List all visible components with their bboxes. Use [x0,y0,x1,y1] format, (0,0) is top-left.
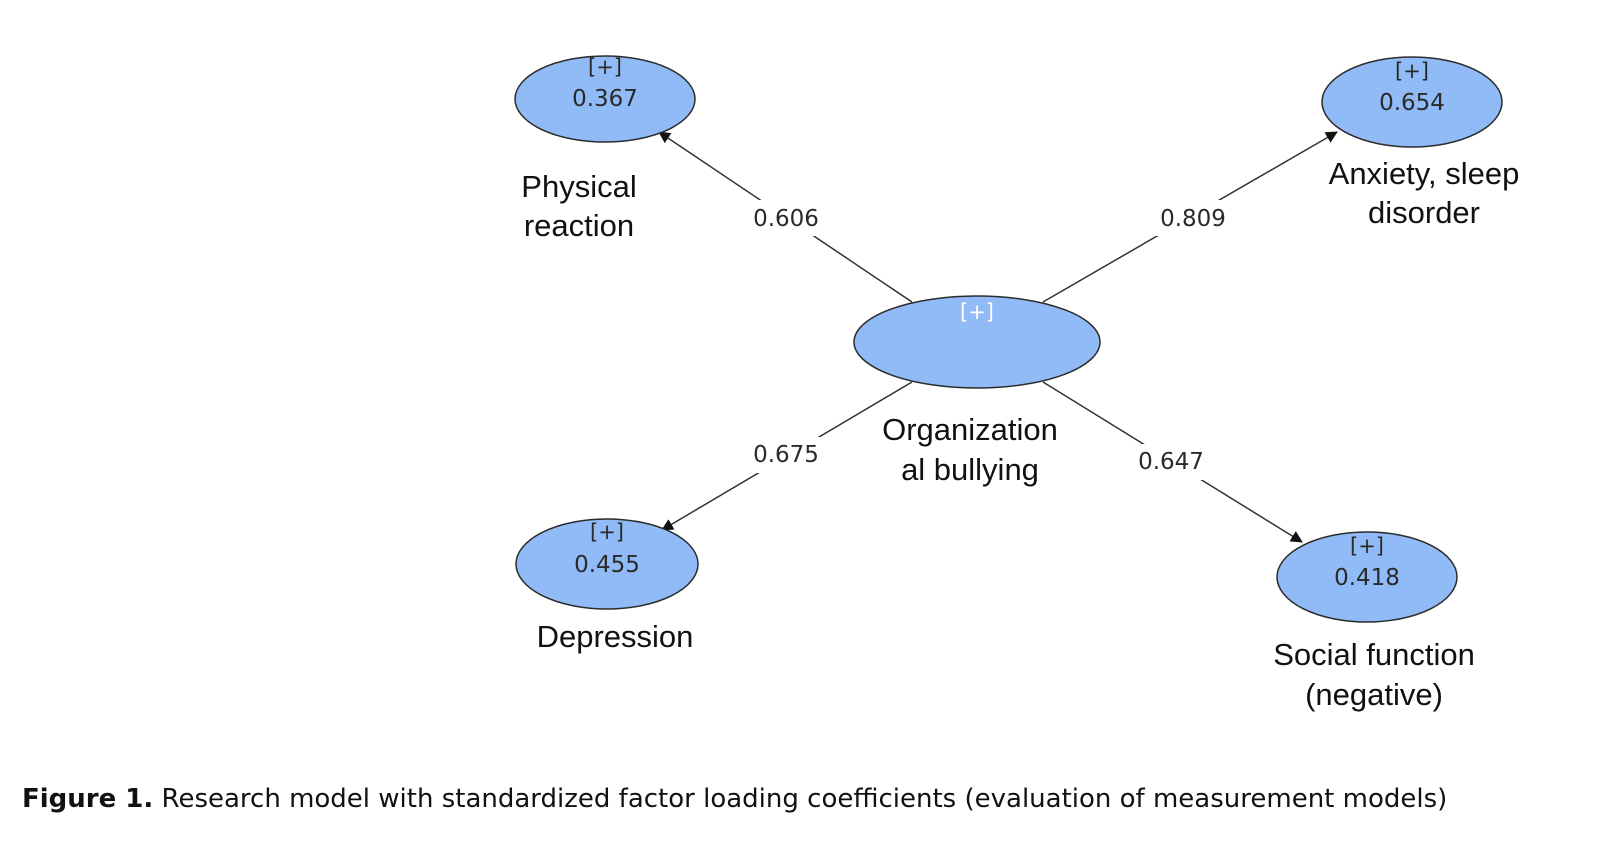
edge-physical-reaction: 0.606 [658,131,913,303]
edge-label-bg [748,437,824,473]
edge-loading-anxiety-sleep-disorder: 0.809 [1160,206,1226,232]
figure-caption: Figure 1. Research model with standardiz… [22,784,1447,814]
node-name-organizational-bullying-line1: Organization [882,412,1058,447]
edge-depression: 0.675 [661,381,913,531]
node-social-function: [+] 0.418 Social function (negative) [1273,531,1475,712]
node-name-anxiety-sleep-disorder-line1: Anxiety, sleep [1329,156,1520,191]
node-expand-marker: [+] [1350,534,1384,558]
node-expand-marker: [+] [1395,59,1429,83]
edge-loading-physical-reaction: 0.606 [753,206,819,232]
edge-label-bg [1155,200,1231,236]
node-name-depression: Depression [537,619,694,654]
node-ellipse-organizational-bullying [853,295,1101,389]
node-expand-marker: [+] [960,300,994,324]
node-ellipse-depression [515,518,699,610]
node-ellipse-social-function [1276,531,1458,623]
node-value-social-function: 0.418 [1334,565,1400,591]
research-model-diagram: 0.606 0.809 0.675 0.647 [+] Organization… [514,55,1520,712]
node-physical-reaction: [+] 0.367 Physical reaction [514,55,696,243]
node-name-social-function-line1: Social function [1273,637,1475,672]
node-name-physical-reaction-line2: reaction [524,208,634,243]
node-ellipse-anxiety-sleep-disorder [1321,56,1503,148]
node-expand-marker: [+] [588,55,622,79]
node-ellipse-physical-reaction [514,55,696,143]
edge-social-function: 0.647 [1042,381,1303,543]
edge-label-bg [748,200,824,236]
node-name-physical-reaction-line1: Physical [521,169,636,204]
node-organizational-bullying: [+] Organization al bullying [853,295,1101,487]
node-value-depression: 0.455 [574,552,640,578]
node-name-anxiety-sleep-disorder-line2: disorder [1368,195,1480,230]
node-name-social-function-line2: (negative) [1305,677,1443,712]
edge-loading-depression: 0.675 [753,442,819,468]
node-name-organizational-bullying-line2: al bullying [901,452,1039,487]
node-value-anxiety-sleep-disorder: 0.654 [1379,90,1445,116]
figure-caption-label: Figure 1. [22,784,154,814]
node-value-physical-reaction: 0.367 [572,86,638,112]
node-depression: [+] 0.455 Depression [515,518,699,654]
edge-loading-social-function: 0.647 [1138,449,1204,475]
figure-caption-text: Research model with standardized factor … [153,784,1448,814]
node-expand-marker: [+] [590,520,624,544]
edge-label-bg [1133,444,1209,480]
edge-anxiety-sleep-disorder: 0.809 [1042,131,1338,303]
node-anxiety-sleep-disorder: [+] 0.654 Anxiety, sleep disorder [1321,56,1520,230]
